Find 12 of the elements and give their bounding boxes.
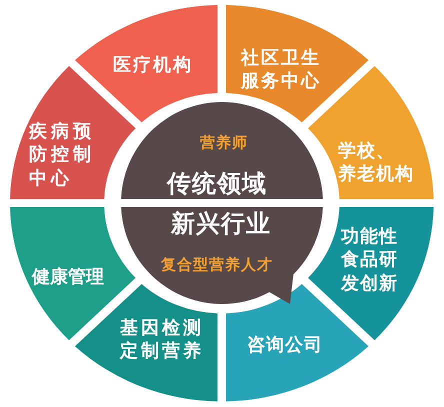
subtitle: 复合型营养人才: [161, 255, 274, 275]
segment-label: 学校、养老机构: [338, 140, 415, 186]
segment-label: 健康管理: [32, 265, 105, 289]
segment-label: 基因检测定制营养: [120, 316, 205, 364]
segment-label: 社区卫生服务中心: [240, 46, 322, 94]
segment-label: 咨询公司: [246, 333, 324, 357]
center-title: 传统领域: [167, 168, 268, 200]
subtitle: 营养师: [200, 133, 249, 153]
segment-label: 疾病预防控制中心: [28, 120, 96, 190]
segment-label: 功能性食品研发创新: [340, 224, 399, 296]
center-title: 新兴行业: [171, 208, 272, 240]
segment-label: 医疗机构: [112, 53, 194, 77]
